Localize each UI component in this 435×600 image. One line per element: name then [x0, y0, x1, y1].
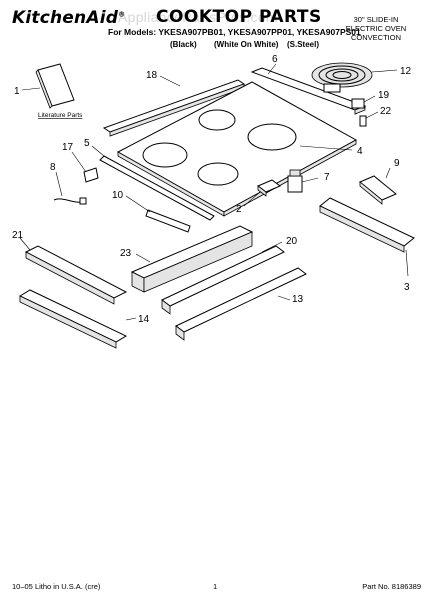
- part-20-rail[interactable]: [161, 241, 285, 315]
- callout-20: 20: [286, 236, 298, 247]
- callout-18: 18: [146, 70, 158, 81]
- callout-22: 22: [380, 106, 392, 117]
- page-number: 1: [213, 582, 218, 591]
- part-12-surface-element[interactable]: [311, 62, 398, 93]
- part-22-screw[interactable]: [359, 111, 379, 127]
- variant-black: (Black): [170, 40, 197, 49]
- model-type: 30" SLIDE-IN ELECTRIC OVEN CONVECTION: [331, 15, 421, 42]
- callout-5: 5: [84, 138, 90, 149]
- callout-12: 12: [400, 66, 412, 77]
- variant-steel: (S.Steel): [287, 40, 320, 49]
- callout-19: 19: [378, 90, 390, 101]
- callout-9: 9: [394, 158, 400, 169]
- part-1-literature[interactable]: [21, 63, 75, 109]
- part-23-channel[interactable]: [130, 225, 254, 293]
- callout-10: 10: [112, 190, 124, 201]
- part-17-bracket[interactable]: [71, 151, 99, 183]
- part-8-wire-harness[interactable]: [53, 171, 87, 205]
- part-13-rail[interactable]: [175, 267, 307, 341]
- part-4-glass-cooktop[interactable]: [116, 81, 358, 217]
- callout-1: 1: [14, 86, 20, 97]
- callout-7: 7: [324, 172, 330, 183]
- part-21-panel[interactable]: [19, 237, 128, 305]
- model-type-line-3: CONVECTION: [350, 33, 401, 42]
- part-3-side-rail[interactable]: [319, 197, 415, 277]
- part-number: Part No. 8186389: [362, 582, 421, 591]
- part-14-bottom-panel[interactable]: [18, 289, 137, 349]
- literature-parts-label: Literature Parts: [38, 112, 83, 119]
- model-type-line-2: ELECTRIC OVEN: [345, 24, 407, 33]
- callout-17: 17: [62, 142, 74, 153]
- model-type-line-1: 30" SLIDE-IN: [353, 15, 399, 24]
- callout-3: 3: [404, 282, 410, 293]
- callout-14: 14: [138, 314, 150, 325]
- page-title: COOKTOP PARTS: [156, 7, 322, 27]
- part-18-rear-trim[interactable]: [102, 75, 246, 137]
- part-9-bracket[interactable]: [359, 167, 397, 205]
- part-10-rod[interactable]: [125, 195, 191, 233]
- part-5-front-trim[interactable]: [91, 145, 215, 221]
- callout-21: 21: [12, 230, 24, 241]
- callout-8: 8: [50, 162, 56, 173]
- brand-name: KitchenAid: [12, 8, 119, 28]
- callout-2: 2: [236, 204, 242, 215]
- models-line: For Models: YKESA907PB01, YKESA907PP01, …: [108, 27, 361, 37]
- part-6-side-trim[interactable]: [250, 63, 367, 115]
- variant-white: (White On White): [214, 40, 279, 49]
- watermark: AppliancePartsPros.com: [118, 9, 278, 25]
- part-19-terminal-block[interactable]: [351, 95, 376, 109]
- part-7-control[interactable]: [287, 169, 319, 193]
- brand-logo: KitchenAid®: [12, 8, 125, 28]
- registered-mark: ®: [118, 10, 126, 19]
- part-2-switch[interactable]: [243, 179, 281, 207]
- callout-6: 6: [272, 54, 278, 65]
- callout-13: 13: [292, 294, 304, 305]
- callout-4: 4: [357, 146, 363, 157]
- callout-23: 23: [120, 248, 132, 259]
- footer-litho: 10–05 Litho in U.S.A. (cre): [12, 582, 101, 591]
